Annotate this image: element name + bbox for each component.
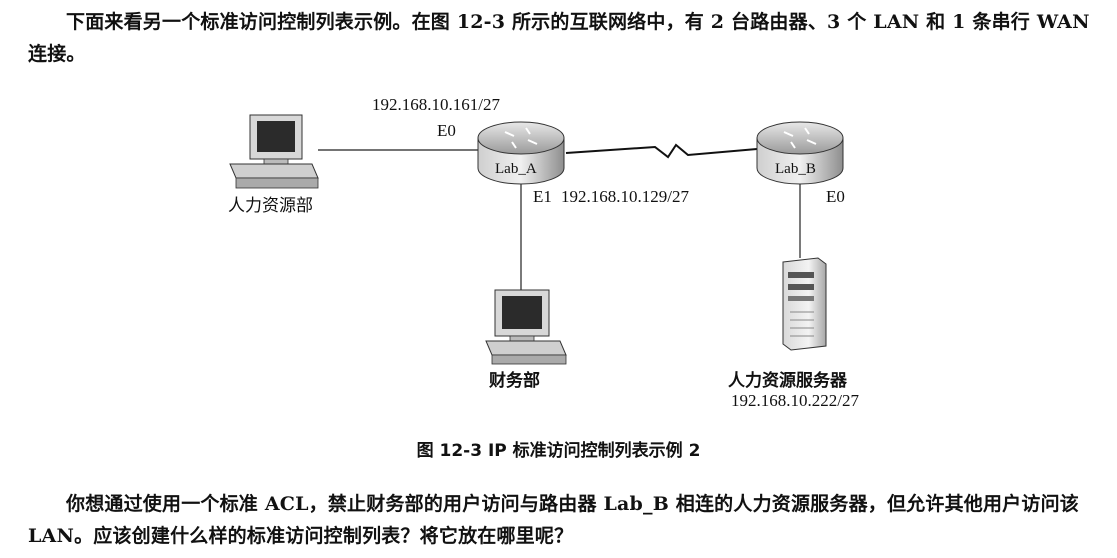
lab-a-e0-label: E0 <box>437 121 456 140</box>
lab-a-e0-ip: 192.168.10.161/27 <box>372 95 500 114</box>
hr-department-label: 人力资源部 <box>228 196 313 216</box>
router-arrows-icon <box>783 127 817 149</box>
hr-server-label: 人力资源服务器 <box>728 370 848 391</box>
computer-icon <box>485 289 567 365</box>
router-lab-a-label: Lab_A <box>495 161 537 177</box>
server-tower-icon <box>782 257 827 351</box>
serial-wan-link <box>565 143 758 159</box>
lab-a-e1-label: E1 <box>533 187 552 206</box>
hr-server-ip: 192.168.10.222/27 <box>731 391 859 410</box>
router-lab-b-label: Lab_B <box>775 161 816 177</box>
figure-caption: 图 12-3 IP 标准访问控制列表示例 2 <box>416 441 701 461</box>
lab-b-e0-label: E0 <box>826 187 845 206</box>
router-lab-b: Lab_B <box>756 121 844 185</box>
intro-paragraph: 下面来看另一个标准访问控制列表示例。在图 12-3 所示的互联网络中，有 2 台… <box>28 11 1090 65</box>
computer-icon <box>229 114 319 189</box>
finance-department-label: 财务部 <box>488 370 540 391</box>
router-arrows-icon <box>504 127 538 149</box>
lab-a-e1-ip: 192.168.10.129/27 <box>561 187 689 206</box>
router-lab-a: Lab_A <box>477 121 565 185</box>
question-paragraph: 你想通过使用一个标准 ACL，禁止财务部的用户访问与路由器 Lab_B 相连的人… <box>28 493 1079 547</box>
